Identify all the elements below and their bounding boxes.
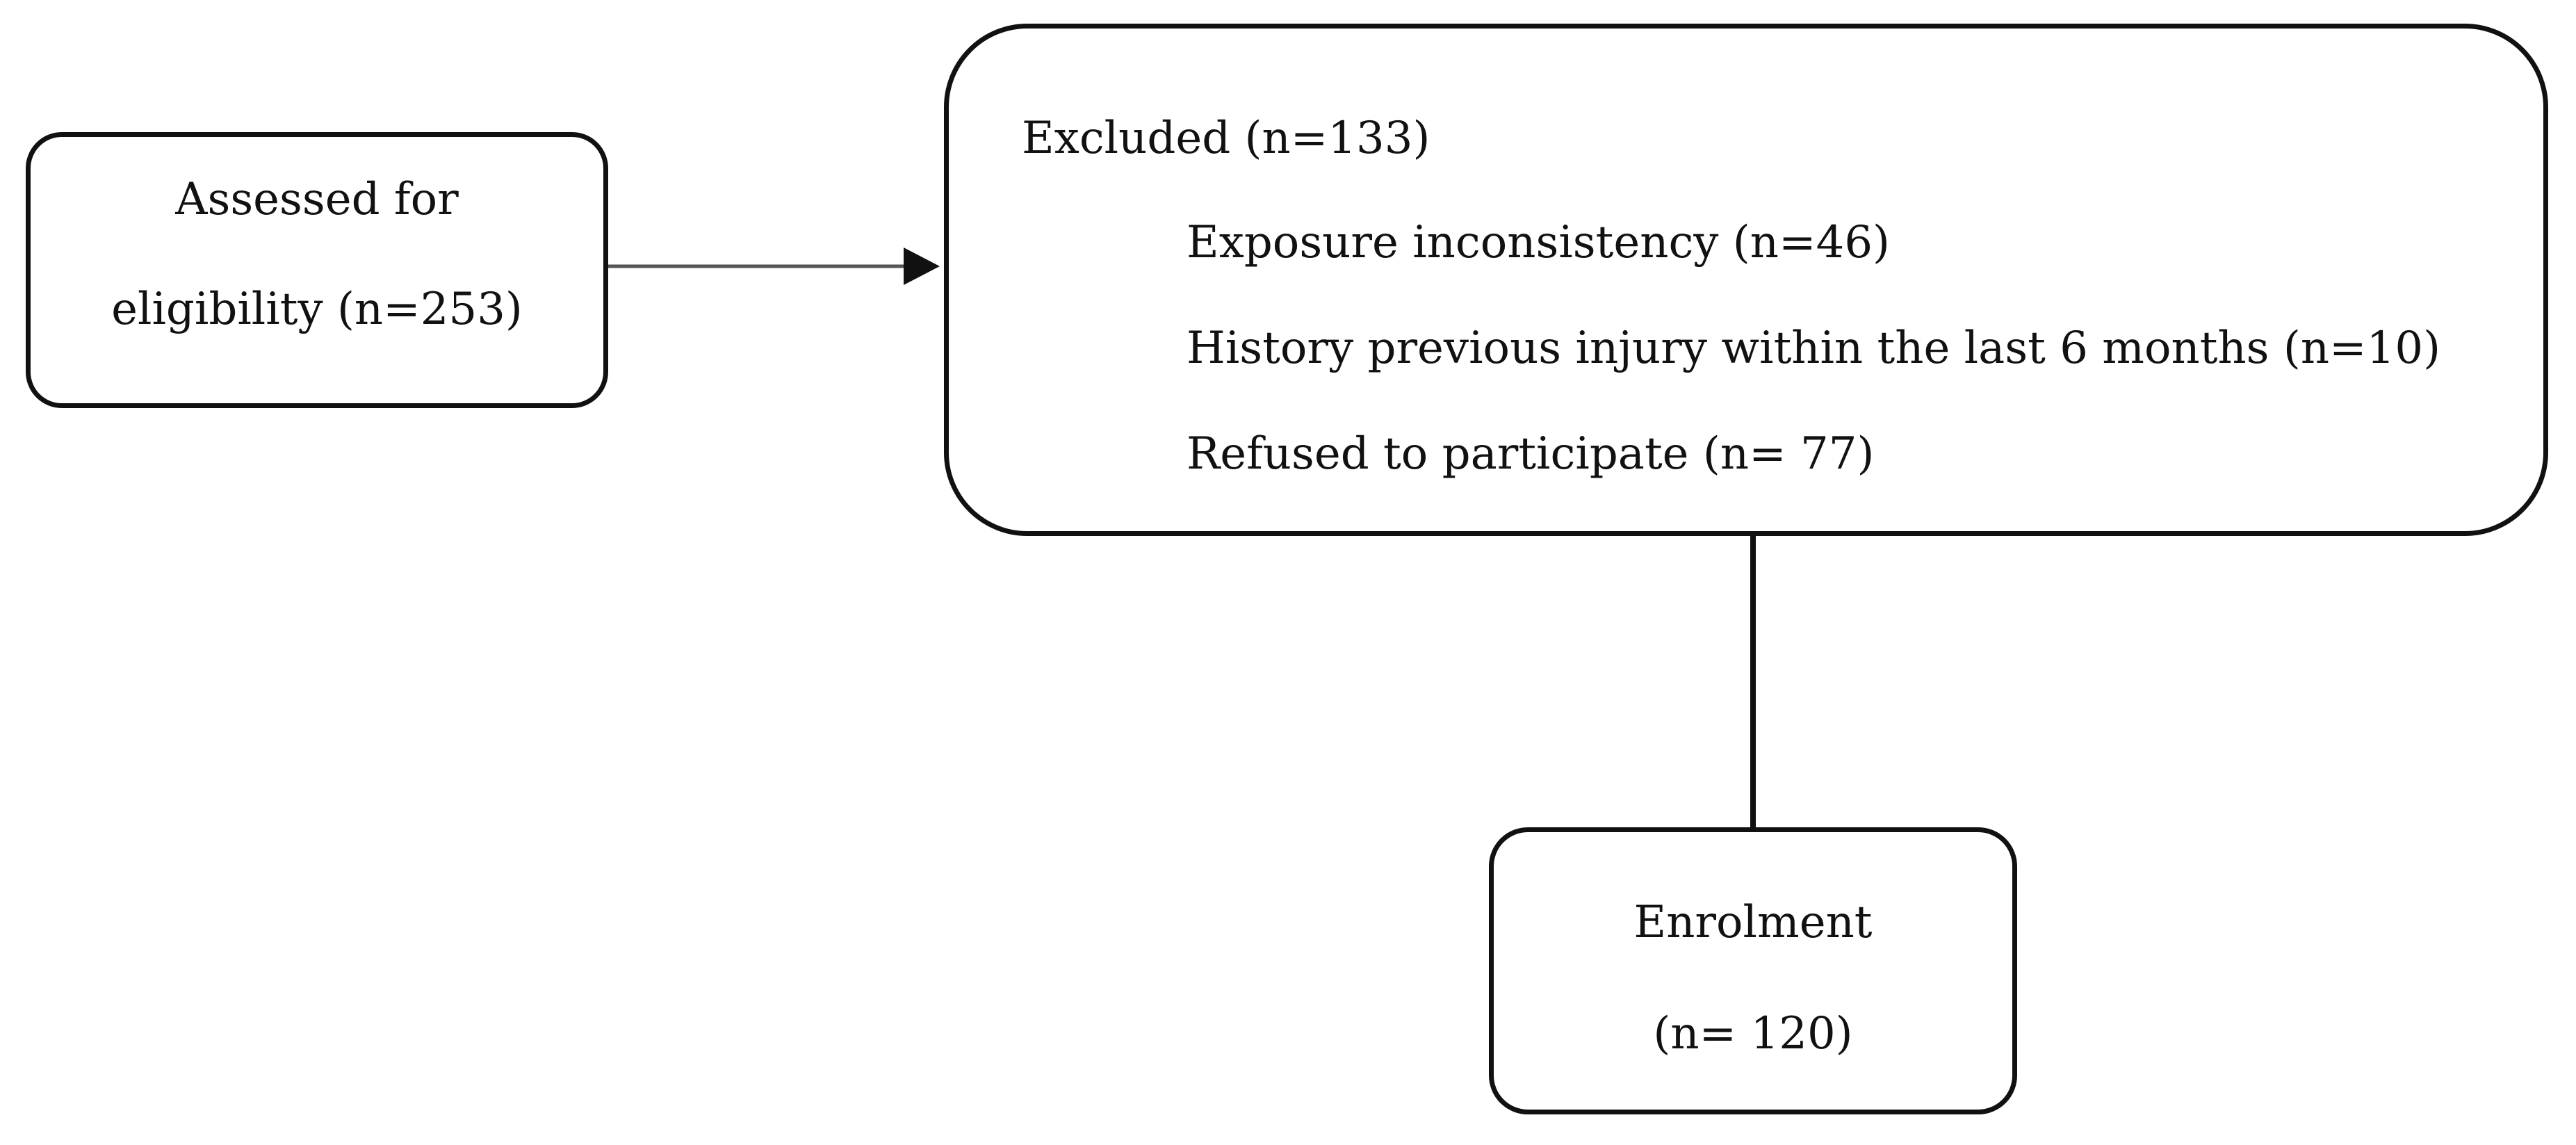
arrowhead-icon [904,247,940,285]
enrolment-box: Enrolment (n= 120) [1489,827,2017,1114]
assessed-line-2: eligibility (n=253) [111,284,523,335]
excluded-title: Excluded (n=133) [1022,113,1430,164]
excluded-reason: Exposure inconsistency (n=46) [1187,217,1890,268]
excluded-reason: Refused to participate (n= 77) [1187,428,1875,480]
enrolment-count: (n= 120) [1653,1008,1853,1059]
excluded-box: Excluded (n=133) Exposure inconsistency … [944,24,2548,536]
assessed-line-1: Assessed for [175,174,459,225]
excluded-reason: History previous injury within the last … [1187,323,2441,374]
enrolment-title: Enrolment [1633,897,1873,948]
assessed-for-eligibility-box: Assessed for eligibility (n=253) [26,132,608,408]
